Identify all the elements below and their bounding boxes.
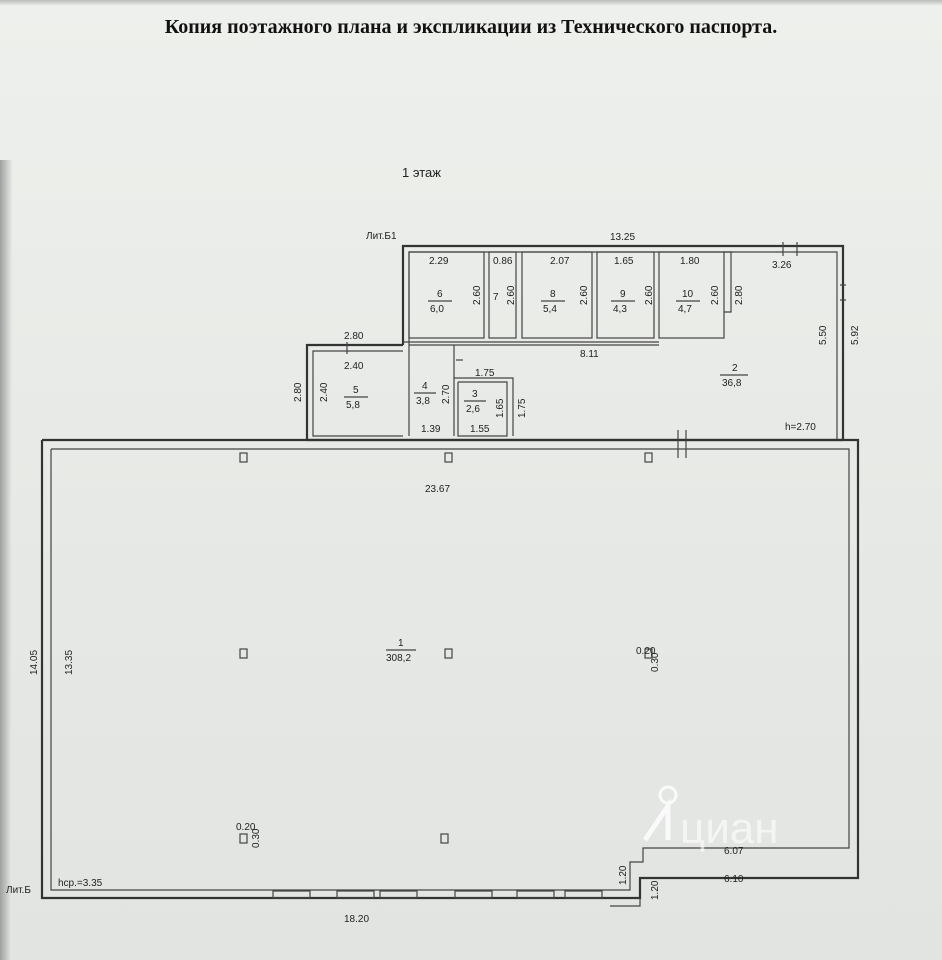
hall-inner-wall: [50, 448, 850, 891]
dim-room10-w: 1.80: [680, 256, 700, 267]
room-9: [596, 251, 655, 339]
dim-room7-w: 0.86: [493, 256, 513, 267]
room10-number: 10: [682, 289, 694, 300]
dim-corridor: 8.11: [580, 349, 599, 360]
dim-room10-h: 2.60: [710, 285, 721, 305]
dim-room9-h: 2.60: [644, 285, 655, 305]
dim-bottom-width: 18.20: [344, 914, 369, 925]
dim-room5-left-inner: 2.40: [319, 382, 330, 402]
room3-number: 3: [472, 389, 478, 400]
ceiling-b: hср.=3.35: [58, 878, 103, 889]
room6-area: 6,0: [430, 304, 444, 315]
dim-room5-left-outer: 2.80: [293, 382, 304, 402]
watermark-text: циан: [680, 804, 779, 853]
room-10: [658, 251, 725, 339]
b1-outer-wall: [401, 244, 845, 440]
room2-area: 36,8: [722, 378, 742, 389]
dim-room4-w: 1.39: [421, 424, 441, 435]
room5-number: 5: [353, 385, 359, 396]
dim-room2-extra: 2.80: [734, 285, 745, 305]
dim-room6-h: 2.60: [472, 285, 483, 305]
dim-right-h1: 5.50: [818, 325, 829, 345]
room-8: [521, 251, 593, 339]
page-edge-shadow-top: [0, 0, 942, 6]
dim-hall-left-outer: 14.05: [29, 650, 40, 675]
room3-area: 2,6: [466, 404, 480, 415]
dim-room7-h: 2.60: [506, 285, 517, 305]
room1-area: 308,2: [386, 653, 411, 664]
dim-room3-w: 1.55: [470, 424, 490, 435]
cian-logo-watermark: циан: [642, 785, 779, 853]
column-d-label-2: 0.30: [251, 828, 262, 848]
dim-room8-w: 2.07: [550, 256, 570, 267]
dim-room9-w: 1.65: [614, 256, 634, 267]
dim-notch-w1: 6.07: [724, 846, 744, 857]
lit-b1-label: Лит.Б1: [366, 231, 397, 242]
room8-number: 8: [550, 289, 556, 300]
dim-notch-w2: 6.10: [724, 874, 744, 885]
dim-right-offset: 3.26: [772, 260, 792, 271]
document-title: Копия поэтажного плана и экспликации из …: [164, 16, 778, 38]
room-7: [488, 251, 517, 339]
room5-outer-wall: [305, 343, 403, 440]
room-6: [408, 251, 485, 339]
room10-area: 4,7: [678, 304, 692, 315]
dim-room3-h: 1.65: [495, 398, 506, 418]
dim-notch-h1: 1.20: [618, 865, 629, 885]
room5-area: 5,8: [346, 400, 360, 411]
room9-area: 4,3: [613, 304, 627, 315]
dim-room8-h: 2.60: [579, 285, 590, 305]
hall-outer-wall: [40, 438, 860, 900]
dim-notch-h2: 1.20: [650, 880, 661, 900]
ceiling-b1: h=2.70: [785, 422, 816, 433]
room7-number: 7: [493, 292, 499, 303]
room-3-wall: [454, 377, 514, 436]
dim-room3-outer-h: 1.75: [517, 398, 528, 418]
room9-number: 9: [620, 289, 626, 300]
columns: [239, 452, 653, 844]
dim-room5-top: 2.80: [344, 331, 364, 342]
column-d-label: 0.30: [650, 652, 661, 672]
dim-room3-top: 1.75: [475, 368, 495, 379]
lit-b-label: Лит.Б: [6, 885, 31, 896]
dim-room5-inner-top: 2.40: [344, 361, 364, 372]
dim-top-width: 13.25: [610, 232, 635, 243]
room4-area: 3,8: [416, 396, 430, 407]
dim-room4-h: 2.70: [441, 384, 452, 404]
dim-hall-left-inner: 13.35: [64, 650, 75, 675]
dim-hall-width: 23.67: [425, 484, 450, 495]
room8-area: 5,4: [543, 304, 557, 315]
hall-windows: [272, 890, 603, 899]
room1-number: 1: [398, 638, 404, 649]
floor-label: 1 этаж: [402, 165, 441, 180]
dim-right-h2: 5.92: [850, 325, 861, 345]
room4-number: 4: [422, 381, 428, 392]
page-edge-shadow-left: [0, 160, 12, 960]
room6-number: 6: [437, 289, 443, 300]
column-w-label: 0.20: [636, 646, 656, 657]
dim-room6-w: 2.29: [429, 256, 449, 267]
room2-number: 2: [732, 363, 738, 374]
column-w-label-2: 0.20: [236, 822, 256, 833]
